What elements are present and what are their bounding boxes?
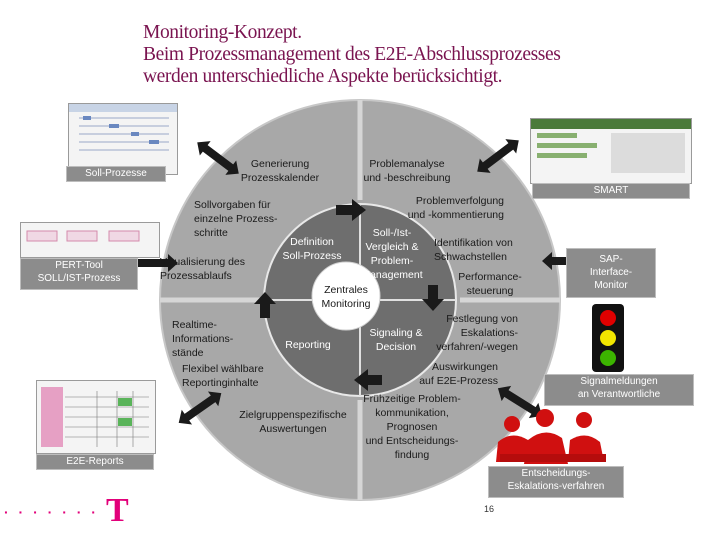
arrow-down-icon	[422, 285, 444, 311]
page-number: 16	[484, 504, 495, 514]
label-identifikation: Identifikation von Schwachstellen	[434, 237, 513, 263]
double-arrow-bottom-right-icon	[497, 385, 543, 419]
double-arrow-bottom-left-icon	[178, 391, 222, 425]
segment-signaling: Signaling & Decision	[369, 327, 423, 353]
center-label: Zentrales Monitoring	[321, 284, 371, 310]
label-zielgruppen: Zielgruppenspezifische Auswertungen	[239, 409, 347, 435]
arrow-left-icon	[354, 369, 382, 391]
title-line-1: Monitoring-Konzept.	[143, 22, 302, 43]
label-problemverfolgung: Problemverfolgung und -kommentierung	[407, 195, 504, 221]
double-arrow-top-right-icon	[477, 139, 519, 173]
smart-tag: SMART	[532, 183, 690, 199]
center-circle	[311, 261, 381, 331]
label-problemanalyse: Problemanalyse und -beschreibung	[363, 158, 451, 184]
label-auswirkungen: Auswirkungen auf E2E-Prozess	[419, 361, 498, 387]
smart-thumbnail	[530, 118, 692, 184]
soll-prozesse-thumbnail	[68, 103, 178, 175]
signalmeldungen-tag: Signalmeldungen an Verantwortliche	[544, 374, 694, 406]
e2e-reports-thumbnail	[36, 380, 156, 454]
pert-tool-thumbnail	[20, 222, 160, 258]
arrow-right-icon	[336, 199, 366, 221]
label-festlegung: Festlegung von Eskalations- verfahren/-w…	[436, 313, 518, 353]
sap-interface-tag: SAP- Interface- Monitor	[566, 248, 656, 298]
label-realtime: Realtime- Informations- stände	[172, 319, 234, 359]
e2e-reports-tag: E2E-Reports	[36, 454, 154, 470]
page-title: Monitoring-Konzept. Beim Prozessmanageme…	[143, 22, 713, 88]
telekom-logo-icon: T	[106, 492, 129, 529]
segment-reporting: Reporting	[285, 339, 331, 351]
center-arrows	[254, 199, 444, 391]
soll-prozesse-tag: Soll-Prozesse	[66, 166, 166, 182]
traffic-light-icon	[592, 304, 624, 372]
label-visualisierung: Visualisierung des Prozessablaufs	[160, 256, 246, 282]
label-generierung: Generierung Prozesskalender	[240, 158, 320, 184]
entscheidungs-tag: Entscheidungs- Eskalations-verfahren	[488, 466, 624, 498]
double-arrow-top-left-icon	[197, 141, 239, 175]
segment-soll-ist: Soll-/Ist- Vergleich & Problem- Manageme…	[361, 227, 423, 281]
double-arrow-left-icon	[126, 254, 178, 272]
arrow-up-icon	[254, 292, 276, 318]
label-flexibel: Flexibel wählbare Reportinginhalte	[182, 363, 264, 389]
pert-tool-tag: PERT-Tool SOLL/IST-Prozess	[20, 258, 138, 290]
title-line-3: werden unterschiedliche Aspekte berücksi…	[143, 66, 503, 87]
segment-definition: Definition Soll-Prozess	[282, 236, 342, 262]
label-fruehzeitige: Frühzeitige Problem- kommunikation, Prog…	[363, 393, 461, 461]
label-sollvorgaben: Sollvorgaben für einzelne Prozess- schri…	[194, 199, 278, 239]
logo-dots: · · · · · · ·	[4, 504, 99, 520]
ring-dividers	[160, 100, 560, 500]
label-performance: Performance- steuerung	[458, 271, 522, 297]
people-meeting-icon	[496, 409, 606, 464]
title-line-2: Beim Prozessmanagement des E2E-Abschluss…	[143, 44, 561, 65]
